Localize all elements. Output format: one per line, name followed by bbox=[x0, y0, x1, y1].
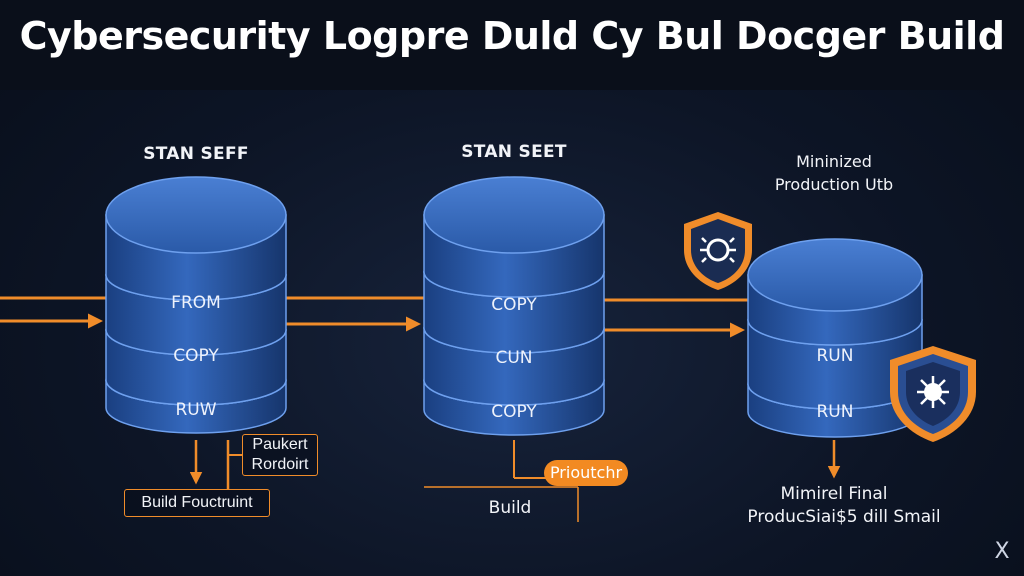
stage-1-layer-3: RUW bbox=[175, 400, 217, 420]
artifact-box-line1: Paukert bbox=[252, 436, 308, 453]
stage-3-cylinder bbox=[747, 238, 923, 438]
stage-3-title-line2: Production Utb bbox=[774, 175, 894, 194]
stage-2-layer-3: COPY bbox=[491, 402, 537, 422]
stage-1-layer-2: COPY bbox=[173, 346, 219, 366]
final-caption-line1: Mimirel Final bbox=[780, 484, 888, 504]
connectors bbox=[0, 296, 841, 522]
close-icon[interactable]: X bbox=[994, 539, 1010, 564]
stage-1-title: STAN SEFF bbox=[143, 144, 249, 164]
product-pill: Prioutchr bbox=[544, 460, 628, 486]
shield-bug-icon-secondary bbox=[890, 346, 976, 442]
build-label: Build bbox=[488, 498, 532, 518]
stage-3-title-line1: Mininized bbox=[796, 152, 872, 171]
stage-2-layer-2: CUN bbox=[495, 348, 533, 368]
shield-bug-icon bbox=[684, 212, 752, 290]
stage-3-layer-2: RUN bbox=[816, 402, 854, 422]
stage-3-layer-1: RUN bbox=[816, 346, 854, 366]
title-bar bbox=[0, 0, 1024, 90]
stage-1-layer-1: FROM bbox=[171, 293, 221, 313]
stage-2-layer-1: COPY bbox=[491, 295, 537, 315]
final-caption-line2: ProducSiai$5 dill Smail bbox=[747, 507, 941, 527]
build-footprint-box: Build Fouctruint bbox=[124, 489, 270, 517]
stage-2-title: STAN SEET bbox=[461, 142, 567, 162]
stage-2-cylinder bbox=[423, 176, 605, 436]
artifact-box-line2: Rordoirt bbox=[251, 456, 309, 473]
stage-1-cylinder bbox=[105, 176, 287, 434]
artifact-box: Paukert Rordoirt bbox=[242, 434, 318, 476]
page-title: Cybersecurity Logpre Duld Cy Bul Docger … bbox=[19, 14, 1005, 58]
